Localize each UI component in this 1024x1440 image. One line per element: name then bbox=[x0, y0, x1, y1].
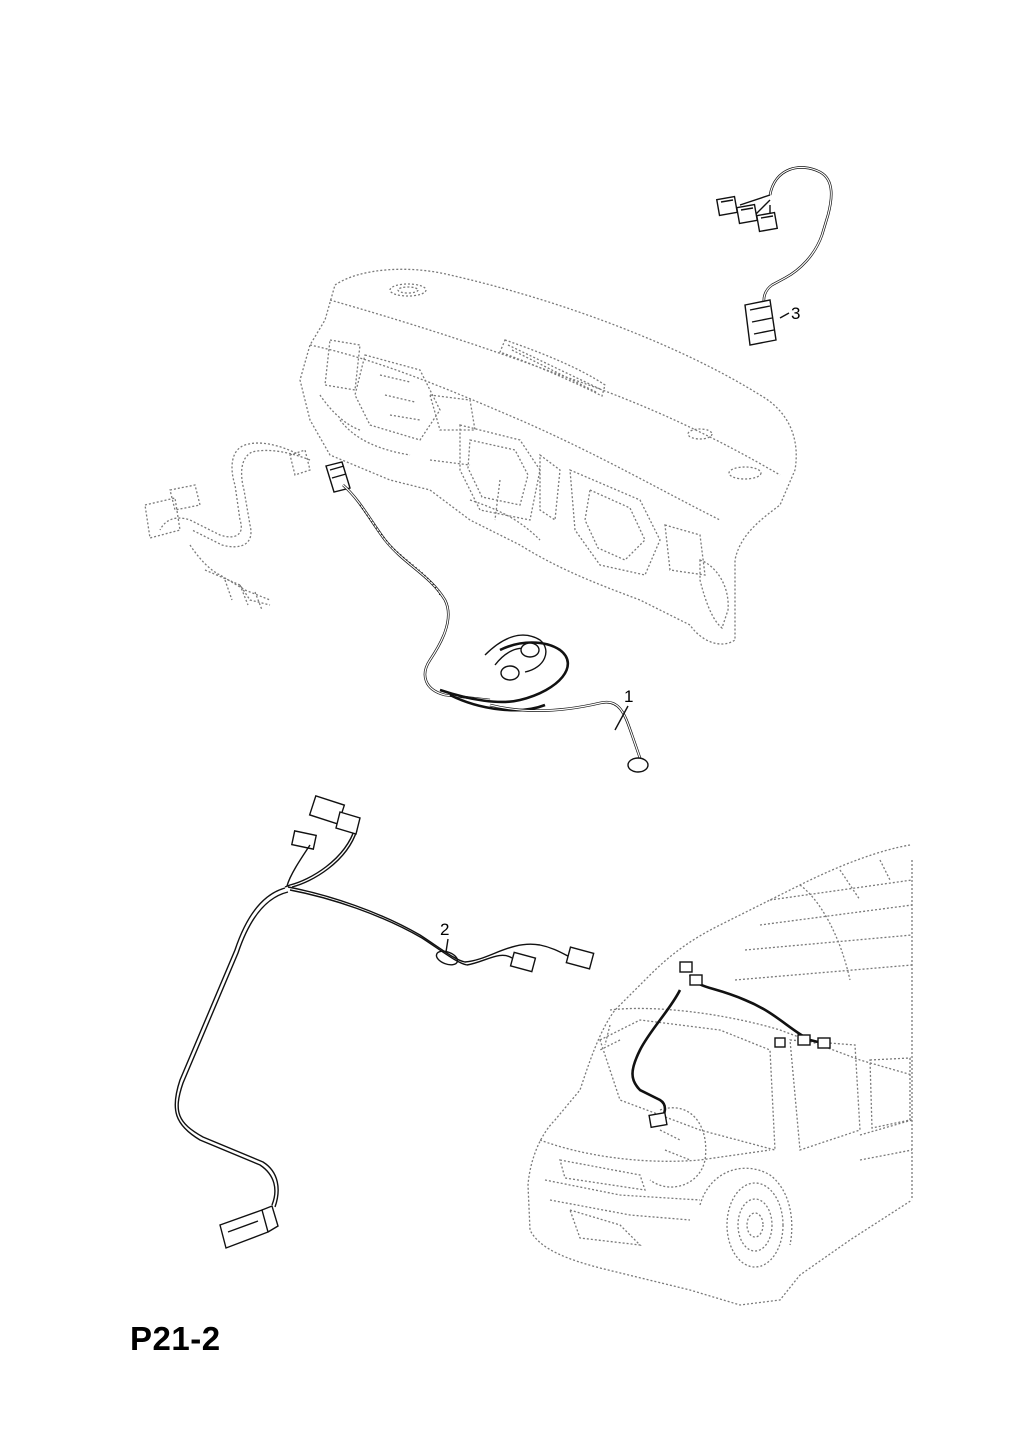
callout-label-1: 1 bbox=[624, 687, 634, 706]
van-harness-highlight bbox=[631, 961, 831, 1129]
callout-label-2: 2 bbox=[440, 920, 450, 939]
harness-part-3 bbox=[715, 166, 833, 346]
dashboard-outline bbox=[299, 268, 797, 645]
harness-part-2 bbox=[174, 794, 595, 1249]
callout-label-3: 3 bbox=[791, 304, 801, 323]
page-code: P21-2 bbox=[130, 1320, 221, 1357]
leader-line-3 bbox=[779, 312, 790, 319]
harness-part-1 bbox=[325, 461, 649, 773]
van-outline bbox=[527, 844, 913, 1306]
leader-line-2 bbox=[445, 938, 449, 953]
leader-line-1 bbox=[614, 705, 629, 731]
left-harness-outline bbox=[144, 442, 311, 611]
